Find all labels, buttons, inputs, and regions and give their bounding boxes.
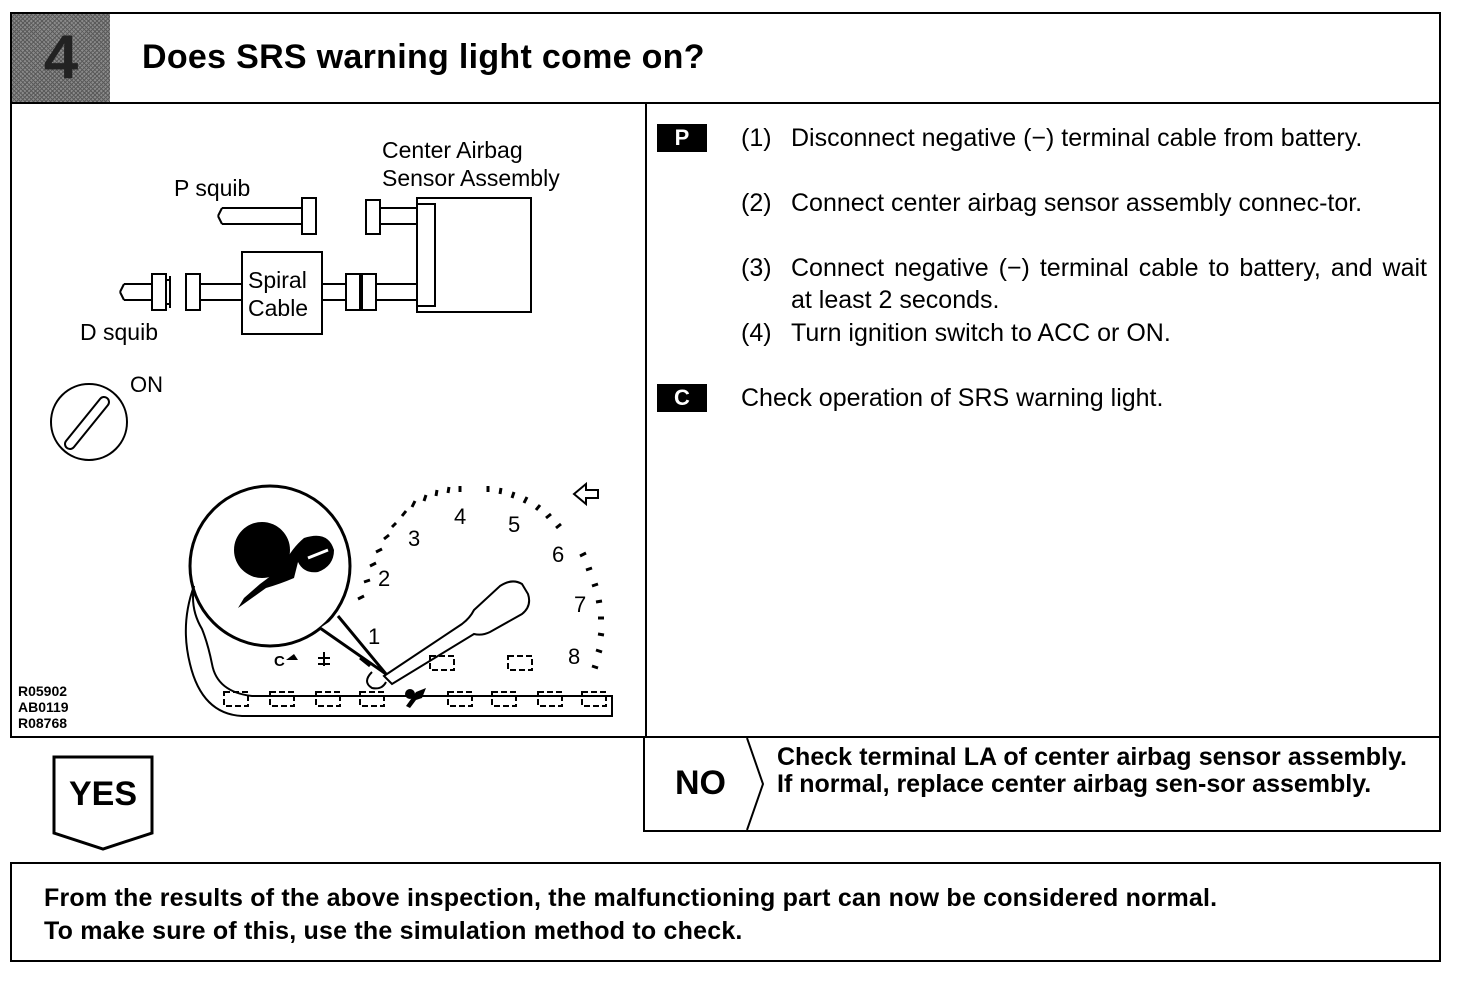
gauge-number-7: 7: [574, 592, 586, 617]
sensor-connector: [416, 203, 436, 307]
p-squib-connector: [301, 197, 317, 235]
c-tag: C: [657, 384, 707, 412]
wiring-diagram: Center Airbag Sensor Assembly P squib D …: [18, 137, 613, 731]
p-tag: P: [657, 124, 707, 152]
procedure-step-2: (2) Connect center airbag sensor assembl…: [741, 187, 1427, 219]
gauge-number-2: 2: [378, 566, 390, 591]
ref-code-3: R08768: [18, 715, 67, 731]
gauge-number-5: 5: [508, 512, 520, 537]
step-text: Connect center airbag sensor assembly co…: [791, 189, 1363, 217]
step-number: (3): [741, 254, 772, 282]
no-label: NO: [675, 764, 726, 802]
spiral-cable-box: [241, 251, 323, 335]
yes-label: YES: [68, 775, 138, 813]
step-text: Disconnect negative (−) terminal cable f…: [791, 124, 1363, 152]
check-instruction: Check operation of SRS warning light.: [741, 384, 1164, 412]
airbag-occupant-head-icon: [234, 522, 290, 578]
step-number: (2): [741, 189, 772, 217]
indicator-lamp-row: [223, 655, 607, 707]
gauge-number-3: 3: [408, 526, 420, 551]
fuel-indicator-icon: [286, 654, 298, 660]
conclusion-text: From the results of the above inspection…: [44, 882, 1217, 948]
gauge-c-label: C: [274, 653, 285, 670]
step-number: (4): [741, 319, 772, 347]
yes-badge: [52, 755, 154, 851]
gauge-number-6: 6: [552, 542, 564, 567]
conclusion-line-2: To make sure of this, use the simulation…: [44, 917, 743, 945]
ignition-on-label: ON: [130, 372, 163, 397]
procedure-step-3: (3) Connect negative (−) terminal cable …: [741, 252, 1427, 316]
column-divider: [645, 104, 647, 736]
inspection-panel: Center Airbag Sensor Assembly P squib D …: [10, 102, 1441, 738]
d-squib-connector: [151, 273, 167, 311]
small-airbag-indicator-icon: [405, 688, 426, 708]
gauge-number-1: 1: [368, 624, 380, 649]
turn-signal-arrow-icon: [572, 481, 599, 507]
instrument-cluster-outline: [184, 585, 613, 717]
conclusion-line-1: From the results of the above inspection…: [44, 884, 1218, 912]
airbag-warning-icon: [238, 535, 334, 608]
center-airbag-label-2: Sensor Assembly: [382, 165, 560, 191]
ignition-switch-icon: [50, 383, 128, 461]
step-number-badge: 4: [12, 14, 110, 102]
d-squib-label: D squib: [80, 319, 158, 345]
procedure-step-1: (1) Disconnect negative (−) terminal cab…: [741, 122, 1427, 154]
spiral-cable-label-2: Cable: [248, 295, 308, 321]
step-header: 4 Does SRS warning light come on?: [10, 12, 1441, 104]
gauge-number-8: 8: [568, 644, 580, 669]
question-title: Does SRS warning light come on?: [142, 38, 705, 76]
tachometer-ticks: [357, 486, 605, 670]
procedure-step-4: (4) Turn ignition switch to ACC or ON.: [741, 317, 1427, 349]
tachometer-needle: [382, 580, 531, 686]
step-text: Connect negative (−) terminal cable to b…: [791, 254, 1427, 314]
spiral-cable-label-1: Spiral: [248, 267, 307, 293]
no-result-box: NO Check terminal LA of center airbag se…: [643, 736, 1441, 832]
gauge-number-4: 4: [454, 504, 466, 529]
ref-code-1: R05902: [18, 683, 67, 699]
temperature-indicator-icon: [318, 652, 330, 666]
step-number: (1): [741, 124, 772, 152]
airbag-warning-light-callout: [188, 484, 352, 648]
tachometer-numbers: 1 2 3 4 5 6 7 8: [368, 504, 586, 669]
step-text: Turn ignition switch to ACC or ON.: [791, 319, 1171, 347]
center-airbag-label-1: Center Airbag: [382, 137, 523, 163]
no-result-text: Check terminal LA of center airbag senso…: [777, 743, 1407, 798]
ref-code-2: AB0119: [18, 699, 69, 715]
no-chevron-divider: [746, 738, 765, 830]
p-squib-label: P squib: [174, 175, 250, 201]
conclusion-box: From the results of the above inspection…: [10, 862, 1441, 962]
